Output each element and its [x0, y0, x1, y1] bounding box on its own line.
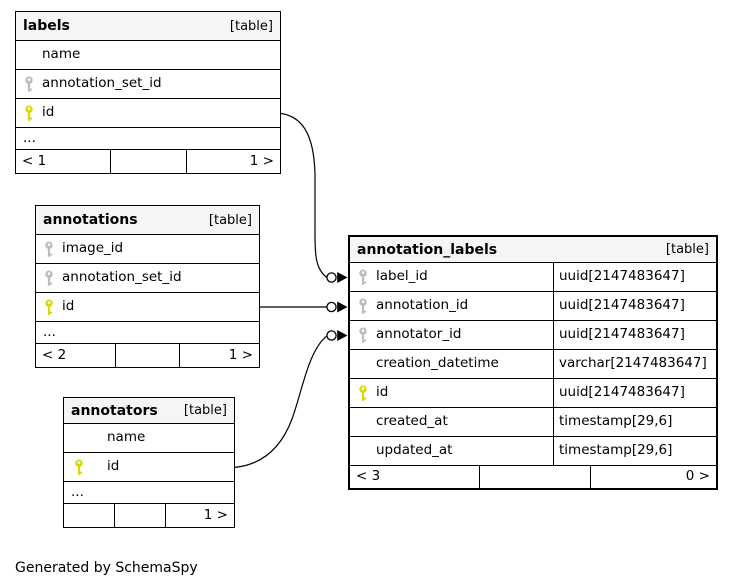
column-type: timestamp[29,6]: [553, 437, 716, 465]
table-header[interactable]: annotations [table]: [36, 206, 259, 235]
table-footer: < 3 0 >: [350, 466, 716, 488]
footer-children-count: < 1: [16, 150, 111, 173]
column-row-annotation-set-id[interactable]: annotation_set_id: [36, 264, 259, 293]
column-row-created-at[interactable]: created_at timestamp[29,6]: [350, 408, 716, 437]
table-name[interactable]: annotations: [43, 212, 138, 228]
more-columns-ellipsis: ...: [36, 322, 259, 344]
foreign-key-icon: [358, 298, 376, 315]
table-header[interactable]: annotation_labels [table]: [350, 237, 716, 263]
table-type-badge: [table]: [229, 18, 273, 34]
primary-key-icon: [74, 459, 107, 476]
table-type-badge: [table]: [183, 403, 227, 418]
footer-spacer-cell: [116, 344, 180, 367]
column-type: varchar[2147483647]: [553, 350, 716, 378]
column-row-id[interactable]: id: [36, 293, 259, 322]
footer-spacer-cell: [480, 466, 591, 488]
zero-many-marker: [326, 272, 337, 283]
arrowhead-marker: [337, 301, 348, 313]
table-node-labels[interactable]: labels [table] name annotation_set_id id…: [15, 11, 281, 174]
column-name: image_id: [62, 240, 124, 257]
table-footer: < 2 1 >: [36, 344, 259, 367]
primary-key-icon: [44, 299, 62, 316]
footer-parents-count: 1 >: [249, 152, 274, 169]
column-name: annotation_set_id: [62, 269, 182, 286]
column-name: annotation_set_id: [42, 75, 162, 92]
primary-key-icon: [24, 105, 42, 122]
column-row-annotation-set-id[interactable]: annotation_set_id: [16, 70, 280, 99]
column-row-image-id[interactable]: image_id: [36, 235, 259, 264]
column-row-id[interactable]: id: [64, 453, 234, 482]
column-row-name[interactable]: name: [16, 41, 280, 70]
footer-parents-count: 1 >: [228, 346, 253, 363]
column-type: uuid[2147483647]: [553, 321, 716, 349]
column-name: name: [42, 46, 81, 63]
table-type-badge: [table]: [208, 212, 252, 228]
column-row-name[interactable]: name: [64, 424, 234, 453]
foreign-key-icon: [44, 241, 62, 258]
column-type: timestamp[29,6]: [553, 408, 716, 436]
column-row-creation-datetime[interactable]: creation_datetime varchar[2147483647]: [350, 350, 716, 379]
more-columns-ellipsis: ...: [64, 482, 234, 504]
column-name: updated_at: [376, 442, 453, 459]
zero-many-marker: [326, 330, 337, 341]
footer-children-count: < 3: [350, 466, 480, 488]
footer-spacer-cell: [115, 504, 166, 527]
column-row-updated-at[interactable]: updated_at timestamp[29,6]: [350, 437, 716, 466]
edge-labels-to-annotation-labels: [280, 112, 328, 278]
column-name: creation_datetime: [376, 355, 499, 372]
column-row-annotation-id[interactable]: annotation_id uuid[2147483647]: [350, 292, 716, 321]
table-type-badge: [table]: [665, 242, 709, 257]
column-type: uuid[2147483647]: [553, 379, 716, 407]
footer-children-count: < 2: [36, 344, 116, 367]
foreign-key-icon: [24, 76, 42, 93]
column-type: uuid[2147483647]: [553, 263, 716, 291]
column-row-annotator-id[interactable]: annotator_id uuid[2147483647]: [350, 321, 716, 350]
table-name[interactable]: annotation_labels: [357, 241, 498, 258]
column-name: id: [107, 458, 120, 475]
footer-children-count: [64, 504, 115, 527]
column-name: name: [107, 429, 146, 446]
generator-credit: Generated by SchemaSpy: [15, 560, 198, 576]
table-header[interactable]: labels [table]: [16, 12, 280, 41]
column-name: id: [376, 384, 389, 401]
footer-parents-count: 0 >: [685, 468, 710, 485]
table-node-annotation-labels[interactable]: annotation_labels [table] label_id uuid[…: [348, 235, 718, 490]
table-node-annotators[interactable]: annotators [table] name id ... 1 >: [63, 397, 235, 528]
edge-annotators-to-annotation-labels: [233, 335, 328, 469]
column-name: created_at: [376, 413, 448, 430]
table-name[interactable]: labels: [23, 18, 70, 34]
column-row-label-id[interactable]: label_id uuid[2147483647]: [350, 263, 716, 292]
arrowhead-marker: [337, 272, 348, 283]
column-row-id[interactable]: id uuid[2147483647]: [350, 379, 716, 408]
column-name: id: [42, 104, 55, 121]
column-type: uuid[2147483647]: [553, 292, 716, 320]
arrowhead-marker: [337, 330, 348, 341]
zero-many-marker: [326, 301, 337, 313]
column-name: id: [62, 298, 75, 315]
column-row-id[interactable]: id: [16, 99, 280, 128]
column-name: label_id: [376, 268, 428, 285]
column-name: annotation_id: [376, 297, 469, 314]
foreign-key-icon: [358, 269, 376, 286]
primary-key-icon: [358, 385, 376, 402]
table-node-annotations[interactable]: annotations [table] image_id annotation_…: [35, 205, 260, 368]
more-columns-ellipsis: ...: [16, 128, 280, 150]
foreign-key-icon: [358, 327, 376, 344]
column-name: annotator_id: [376, 326, 462, 343]
table-name[interactable]: annotators: [71, 402, 158, 419]
table-footer: < 1 1 >: [16, 150, 280, 173]
table-footer: 1 >: [64, 504, 234, 527]
footer-parents-count: 1 >: [203, 506, 228, 523]
foreign-key-icon: [44, 270, 62, 287]
table-header[interactable]: annotators [table]: [64, 398, 234, 424]
footer-spacer-cell: [111, 150, 187, 173]
